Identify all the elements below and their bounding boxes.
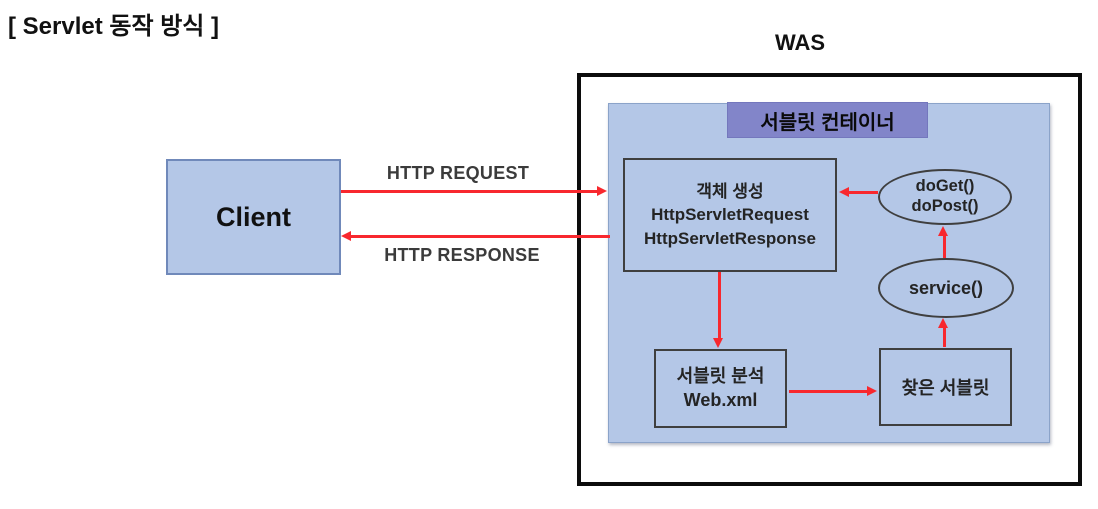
servlet-analysis-line1: 서블릿 분석: [676, 365, 765, 386]
arrow-service-to-doget-line: [943, 234, 946, 258]
arrow-doget-to-creation-line: [849, 191, 878, 194]
arrow-doget-to-creation-arrowhead-icon: [839, 187, 849, 197]
doget-dopost-ellipse: doGet() doPost(): [878, 169, 1012, 225]
diagram-title: [ Servlet 동작 방식 ]: [8, 13, 220, 40]
http-request-arrowhead-icon: [597, 186, 607, 196]
http-response-arrowhead-icon: [341, 231, 351, 241]
doget-label: doGet(): [915, 177, 975, 196]
service-ellipse: service(): [878, 258, 1014, 318]
arrow-found-to-service-arrowhead-icon: [938, 318, 948, 328]
found-servlet-box: 찾은 서블릿: [879, 348, 1012, 426]
arrow-creation-to-analysis-arrowhead-icon: [713, 338, 723, 348]
arrow-found-to-service-line: [943, 326, 946, 347]
service-label: service(): [908, 277, 984, 298]
object-creation-box: 객체 생성 HttpServletRequest HttpServletResp…: [623, 158, 837, 272]
arrow-analysis-to-found-arrowhead-icon: [867, 386, 877, 396]
http-response-label: HTTP RESPONSE: [384, 245, 540, 265]
dopost-label: doPost(): [911, 197, 979, 215]
found-servlet-label: 찾은 서블릿: [901, 378, 990, 398]
servlet-analysis-box: 서블릿 분석 Web.xml: [654, 349, 787, 428]
http-response-arrow-line: [351, 235, 610, 238]
arrow-creation-to-analysis-line: [718, 272, 721, 340]
http-request-label: HTTP REQUEST: [386, 163, 530, 183]
arrow-analysis-to-found-line: [789, 390, 869, 393]
was-label: WAS: [774, 30, 826, 55]
client-label: Client: [215, 201, 291, 232]
object-creation-line2: HttpServletRequest: [651, 205, 809, 225]
client-box: Client: [166, 159, 341, 275]
http-request-arrow-line: [341, 190, 599, 193]
arrow-service-to-doget-arrowhead-icon: [938, 226, 948, 236]
servlet-container-header: 서블릿 컨테이너: [727, 102, 928, 138]
servlet-analysis-line2: Web.xml: [683, 389, 758, 410]
object-creation-line3: HttpServletResponse: [644, 228, 816, 248]
object-creation-line1: 객체 생성: [696, 181, 764, 201]
